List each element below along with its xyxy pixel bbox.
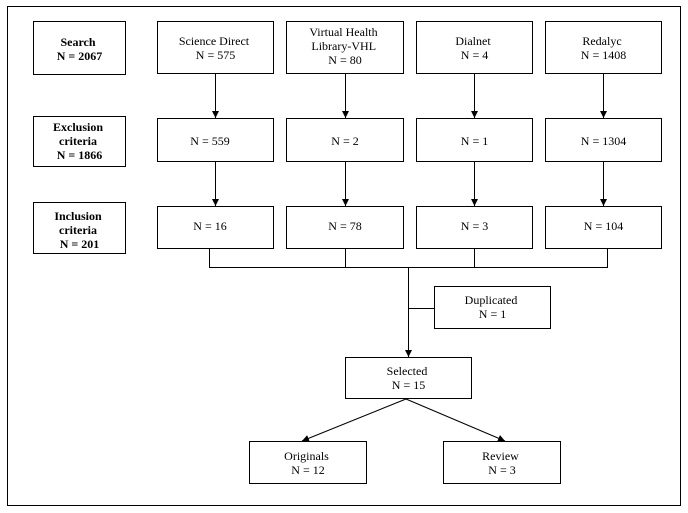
stage-exclusion-line: N = 1866 bbox=[57, 148, 103, 162]
excluded-count: N = 1304 bbox=[581, 134, 626, 148]
review-line: N = 3 bbox=[488, 463, 515, 477]
selected-line: N = 15 bbox=[392, 378, 425, 392]
svg-text:Duplicated N = 1: Duplicated N = 1 bbox=[465, 293, 521, 321]
source-label-line: Dialnet bbox=[455, 34, 491, 48]
originals-line: N = 12 bbox=[291, 463, 324, 477]
svg-text:Selected N = 15: Selected N = 15 bbox=[387, 364, 431, 392]
included-science-direct: N = 16 bbox=[157, 206, 274, 249]
stage-inclusion-line: criteria bbox=[59, 223, 97, 237]
included-vhl: N = 78 bbox=[286, 206, 404, 249]
excluded-science-direct: N = 559 bbox=[157, 118, 274, 162]
included-count: N = 104 bbox=[584, 219, 623, 233]
stage-inclusion-line: N = 201 bbox=[60, 237, 100, 251]
stage-search-line: Search bbox=[60, 35, 95, 49]
source-redalyc: Redalyc N = 1408 bbox=[545, 21, 662, 74]
selected-box: Selected N = 15 bbox=[345, 357, 472, 399]
included-count: N = 16 bbox=[193, 219, 226, 233]
stage-exclusion-line: criteria bbox=[59, 134, 97, 148]
excluded-count: N = 559 bbox=[190, 134, 229, 148]
excluded-count: N = 2 bbox=[331, 134, 358, 148]
source-label-line: Science Direct bbox=[179, 34, 250, 48]
svg-text:Inclusion criteria: Inclusion criteria N = 201 bbox=[54, 209, 104, 251]
svg-text:Science Direct N = 575: Science Direct N = 575 bbox=[179, 34, 252, 62]
excluded-count: N = 1 bbox=[461, 134, 488, 148]
duplicated-line: N = 1 bbox=[479, 307, 506, 321]
source-label-line: N = 4 bbox=[461, 48, 488, 62]
svg-text:Search N = 2067: Search N = 2067 bbox=[57, 35, 103, 63]
duplicated-line: Duplicated bbox=[465, 293, 518, 307]
stage-search: Search N = 2067 bbox=[33, 21, 126, 75]
included-count: N = 78 bbox=[328, 219, 361, 233]
svg-text:Dialnet N = 4: Dialnet N = 4 bbox=[455, 34, 493, 62]
originals-box: Originals N = 12 bbox=[249, 441, 367, 484]
duplicated-box: Duplicated N = 1 bbox=[434, 286, 551, 329]
svg-text:Virtual Health Library-V: Virtual Health Library-VHL N = 80 bbox=[309, 25, 380, 67]
svg-text:Originals N = 12: Originals N = 12 bbox=[284, 449, 332, 477]
included-redalyc: N = 104 bbox=[545, 206, 662, 249]
review-box: Review N = 3 bbox=[443, 441, 561, 484]
stage-exclusion: Exclusion criteria N = 1866 bbox=[33, 116, 126, 167]
svg-text:Redalyc N = 1408: Redalyc N = 1408 bbox=[581, 34, 626, 62]
stage-exclusion-line: Exclusion bbox=[53, 120, 103, 134]
source-label-line: Library-VHL bbox=[311, 39, 375, 53]
arrow-selected-to-originals bbox=[301, 398, 407, 442]
originals-line: Originals bbox=[284, 449, 329, 463]
svg-text:Review N = 3: Review N = 3 bbox=[482, 449, 522, 477]
source-dialnet: Dialnet N = 4 bbox=[416, 21, 533, 74]
excluded-redalyc: N = 1304 bbox=[545, 118, 662, 162]
source-vhl: Virtual Health Library-VHL N = 80 bbox=[286, 21, 404, 74]
excluded-dialnet: N = 1 bbox=[416, 118, 533, 162]
outer-frame bbox=[7, 6, 681, 506]
source-label-line: N = 80 bbox=[328, 53, 361, 67]
stage-inclusion: Inclusion criteria N = 201 bbox=[33, 202, 126, 254]
review-line: Review bbox=[482, 449, 519, 463]
excluded-vhl: N = 2 bbox=[286, 118, 404, 162]
source-label-line: N = 1408 bbox=[581, 48, 626, 62]
source-label-line: N = 575 bbox=[196, 48, 235, 62]
source-science-direct: Science Direct N = 575 bbox=[157, 21, 274, 74]
stage-search-line: N = 2067 bbox=[57, 49, 103, 63]
included-dialnet: N = 3 bbox=[416, 206, 533, 249]
source-label-line: Redalyc bbox=[582, 34, 621, 48]
stage-inclusion-line: Inclusion bbox=[54, 209, 102, 223]
selected-line: Selected bbox=[387, 364, 428, 378]
svg-text:Exclusion criteria: Exclusion criteria N = 1866 bbox=[53, 120, 106, 162]
arrow-selected-to-review bbox=[405, 398, 506, 442]
included-count: N = 3 bbox=[461, 219, 488, 233]
source-label-line: Virtual Health bbox=[309, 25, 377, 39]
